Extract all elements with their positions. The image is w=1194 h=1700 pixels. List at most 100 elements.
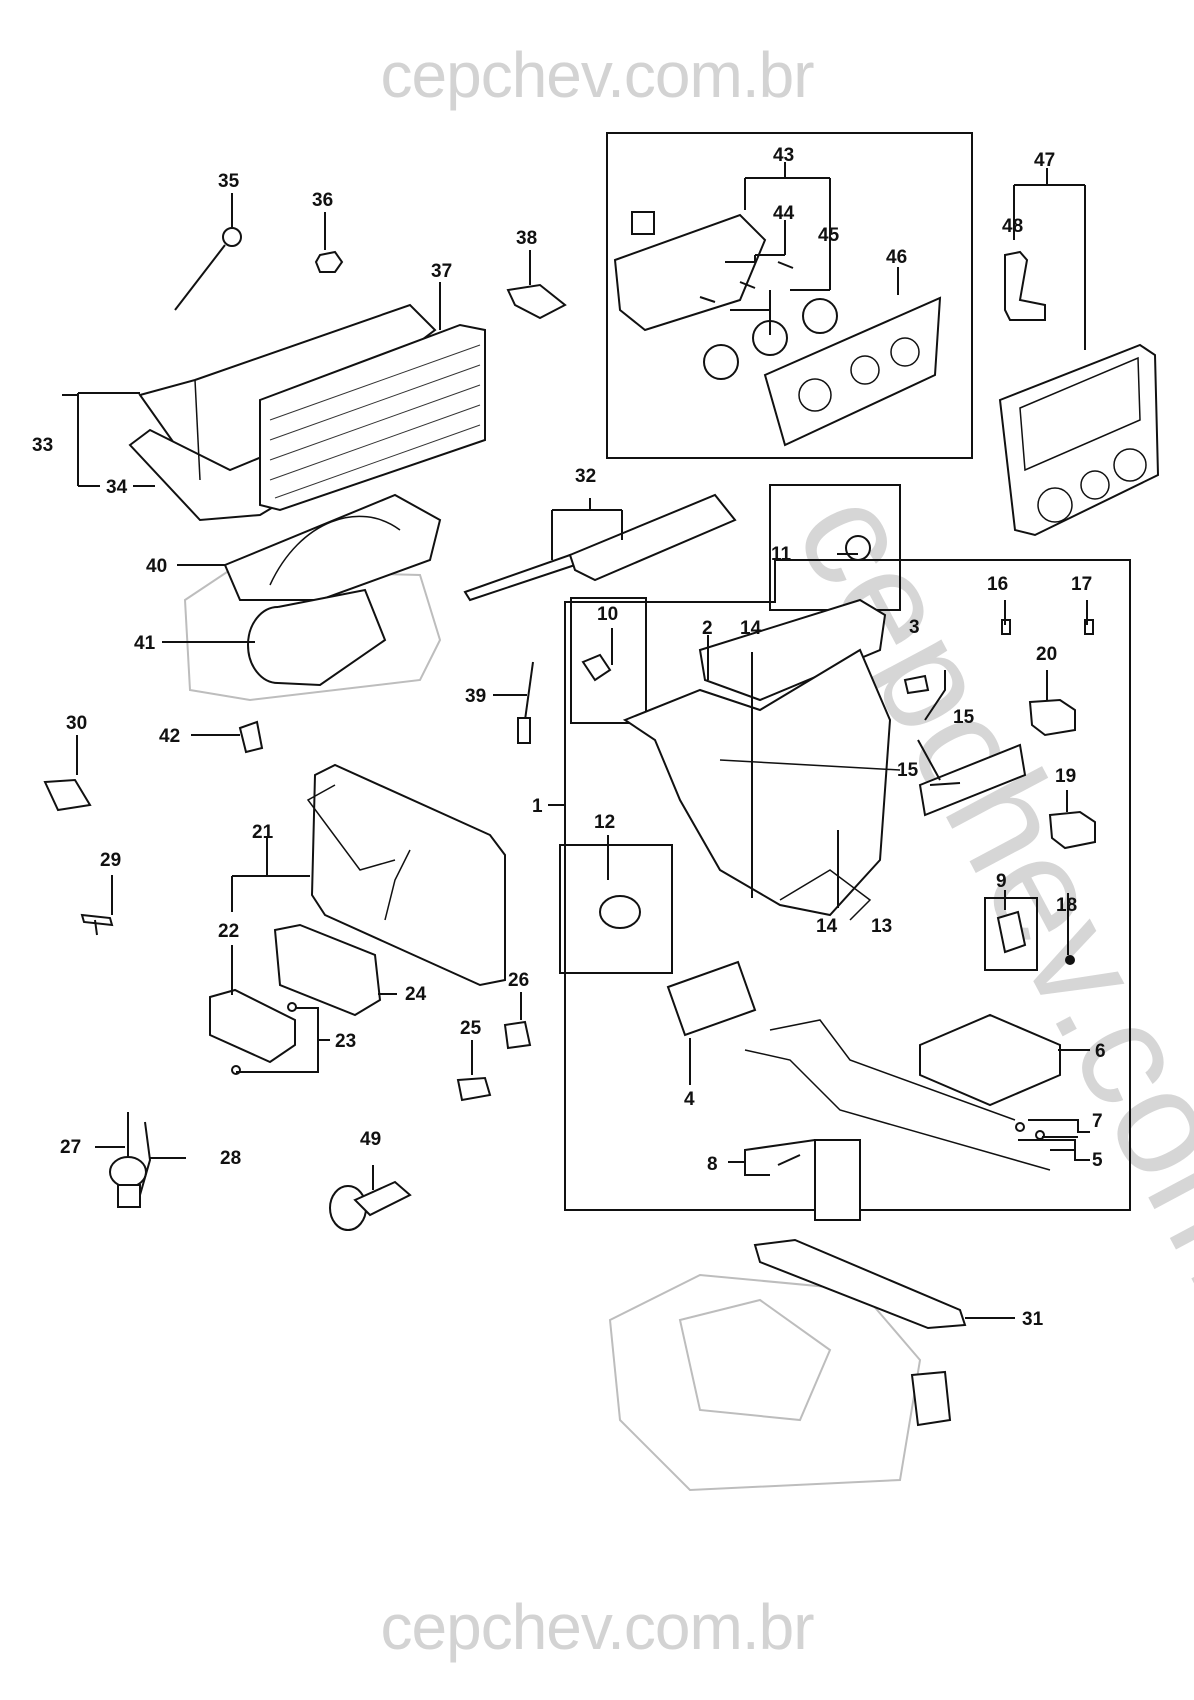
valve-49 — [329, 1180, 412, 1231]
callout-13: 13 — [871, 916, 892, 937]
actuator-12 — [599, 895, 641, 929]
tee-fitting-29 — [80, 913, 114, 936]
callout-32: 32 — [575, 466, 596, 487]
callout-29: 29 — [100, 850, 121, 871]
callout-2: 2 — [702, 618, 713, 639]
hvac-module-group-box — [564, 559, 1131, 1211]
callout-38: 38 — [516, 228, 537, 249]
switch-20 — [1028, 698, 1076, 737]
callout-10: 10 — [597, 604, 618, 625]
relay-30 — [43, 778, 92, 812]
callout-22: 22 — [218, 921, 239, 942]
clip-38 — [506, 283, 567, 320]
callout-8: 8 — [707, 1154, 718, 1175]
callout-27: 27 — [60, 1137, 81, 1158]
callout-14-upper: 14 — [740, 618, 762, 639]
actuator-10 — [581, 653, 612, 682]
trim-panel-47 — [998, 343, 1160, 537]
callout-28: 28 — [220, 1148, 241, 1169]
switch-19 — [1048, 810, 1096, 850]
switch-26 — [503, 1020, 532, 1050]
cabin-air-filter — [259, 323, 486, 512]
actuator-12-box — [559, 844, 673, 974]
callout-39: 39 — [465, 686, 486, 707]
bracket-48 — [1004, 250, 1046, 321]
evaporator-21 — [310, 763, 506, 987]
callout-30: 30 — [66, 713, 87, 734]
callout-3: 3 — [909, 617, 920, 638]
callout-36: 36 — [312, 190, 333, 211]
callout-35: 35 — [218, 171, 240, 192]
duct-13 — [779, 869, 872, 921]
connector-9-box — [984, 897, 1038, 971]
callout-34: 34 — [106, 477, 128, 498]
watermark-top: cepchev.com.br — [380, 39, 815, 111]
screw-35 — [174, 227, 242, 311]
callout-7: 7 — [1092, 1111, 1103, 1132]
connector-9 — [996, 910, 1027, 954]
heater-pipes-5 — [744, 1019, 1051, 1171]
cover-4 — [666, 960, 757, 1037]
duct-outlet-31 — [910, 1370, 952, 1427]
air-duct-31 — [753, 1238, 967, 1330]
heater-core-6 — [919, 1013, 1061, 1107]
hose-28 — [139, 1121, 152, 1196]
callout-26: 26 — [508, 970, 529, 991]
callout-6: 6 — [1095, 1041, 1106, 1062]
seal-32-frame — [568, 493, 737, 582]
callout-15-right: 15 — [953, 707, 975, 728]
callout-46: 46 — [886, 247, 907, 268]
resistor-42 — [238, 720, 264, 754]
callout-labels: 1 2 3 4 5 6 7 8 9 10 11 12 13 14 14 15 1… — [32, 145, 1106, 1330]
vacuum-fitting-3 — [903, 674, 930, 695]
callout-37: 37 — [431, 261, 452, 282]
control-unit-15 — [918, 743, 1027, 817]
callout-25: 25 — [460, 1018, 482, 1039]
callout-14-lower: 14 — [816, 916, 838, 937]
o-rings-7 — [1015, 1122, 1045, 1140]
control-head-group-box — [606, 132, 973, 459]
actuator-11 — [845, 535, 871, 561]
rivet-18 — [1065, 955, 1075, 965]
callout-16: 16 — [987, 574, 1008, 595]
knobs-45 — [703, 298, 838, 380]
control-bracket-43 — [613, 213, 767, 332]
callout-47: 47 — [1034, 150, 1055, 171]
callout-33: 33 — [32, 435, 53, 456]
callout-12: 12 — [594, 812, 615, 833]
callout-5: 5 — [1092, 1150, 1103, 1171]
cable-pins-44 — [699, 261, 794, 303]
callout-41: 41 — [134, 633, 156, 654]
callout-11: 11 — [771, 544, 792, 565]
callout-43: 43 — [773, 145, 794, 166]
callout-31: 31 — [1022, 1309, 1044, 1330]
gasket-24 — [273, 923, 382, 1017]
callout-9: 9 — [996, 871, 1007, 892]
callout-17: 17 — [1071, 574, 1092, 595]
switch-25 — [456, 1076, 492, 1102]
callout-40: 40 — [146, 556, 167, 577]
callout-24: 24 — [405, 984, 427, 1005]
watermark-bottom: cepchev.com.br — [380, 1591, 815, 1663]
actuator-10-box — [570, 597, 647, 724]
callout-44: 44 — [773, 203, 795, 224]
blower-motor-41 — [247, 588, 387, 687]
hvac-assembly-outline — [608, 1273, 922, 1492]
callout-21: 21 — [252, 822, 274, 843]
callout-19: 19 — [1055, 766, 1076, 787]
callout-15-left: 15 — [897, 760, 919, 781]
callout-45: 45 — [818, 225, 840, 246]
callout-49: 49 — [360, 1129, 381, 1150]
callout-4: 4 — [684, 1089, 695, 1110]
callout-18: 18 — [1056, 895, 1077, 916]
module-8 — [777, 1139, 861, 1221]
callout-20: 20 — [1036, 644, 1057, 665]
nut-36 — [314, 250, 344, 273]
callout-48: 48 — [1002, 216, 1023, 237]
callout-42: 42 — [159, 726, 180, 747]
seal-32-strip — [463, 553, 577, 602]
expansion-valve-22 — [209, 988, 296, 1064]
callout-1: 1 — [532, 796, 543, 817]
sensor-39 — [524, 661, 534, 721]
